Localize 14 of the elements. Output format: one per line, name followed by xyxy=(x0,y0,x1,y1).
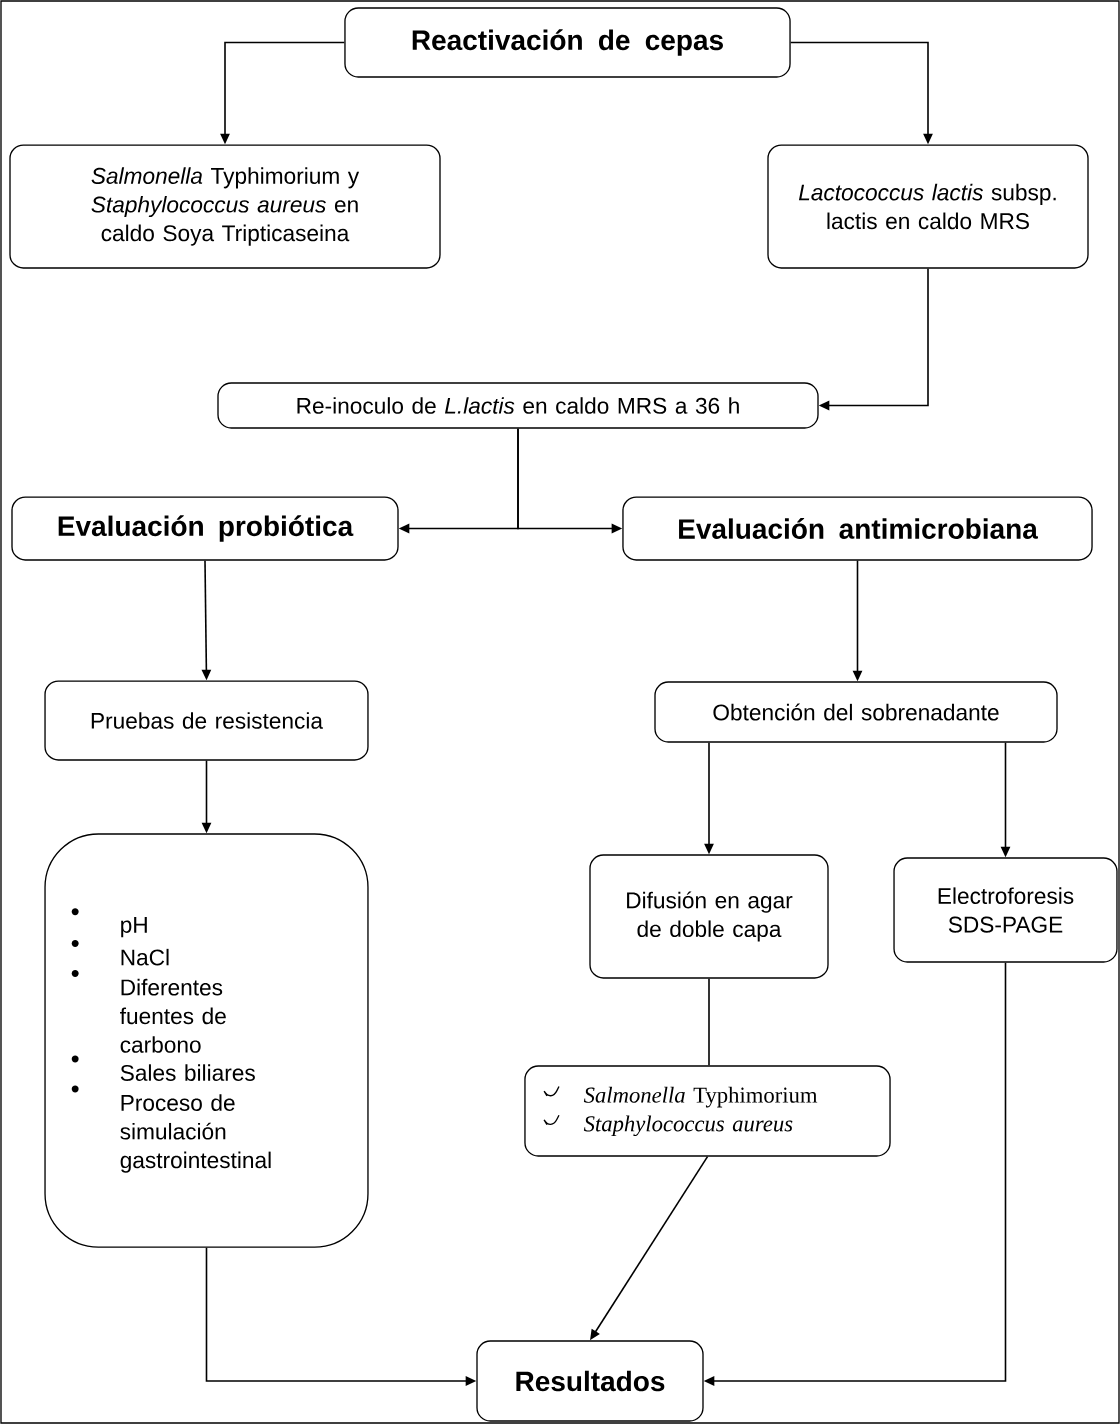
process-box: Salmonella Typhimorium y Staphylococcus aureus en caldo Soya Tripticaseina xyxy=(9,144,441,269)
list-box: pH NaCl Diferentes fuentes de carbono Sales biliares Proceso de simulación gastrointestinal xyxy=(44,833,369,1248)
process-box: Obtención del sobrenadante xyxy=(654,681,1058,743)
process-box: Re-inoculo de L.lactis en caldo MRS a 36 h xyxy=(217,382,819,429)
heading-box: Evaluación probiótica xyxy=(11,496,399,561)
process-box: Difusión en agar de doble capa xyxy=(589,854,829,979)
heading-box: Reactivación de cepas xyxy=(344,7,791,78)
connector-line xyxy=(708,977,710,1067)
process-box: Electroforesis SDS-PAGE xyxy=(893,857,1118,963)
checklist-box: Salmonella Typhimorium Staphylococcus aureus xyxy=(524,1065,891,1157)
process-box: Lactococcus lactis subsp. lactis en caldo MRS xyxy=(767,144,1089,269)
heading-box: Evaluación antimicrobiana xyxy=(622,496,1093,561)
process-box: Pruebas de resistencia xyxy=(44,680,369,761)
heading-box: Resultados xyxy=(476,1340,704,1422)
